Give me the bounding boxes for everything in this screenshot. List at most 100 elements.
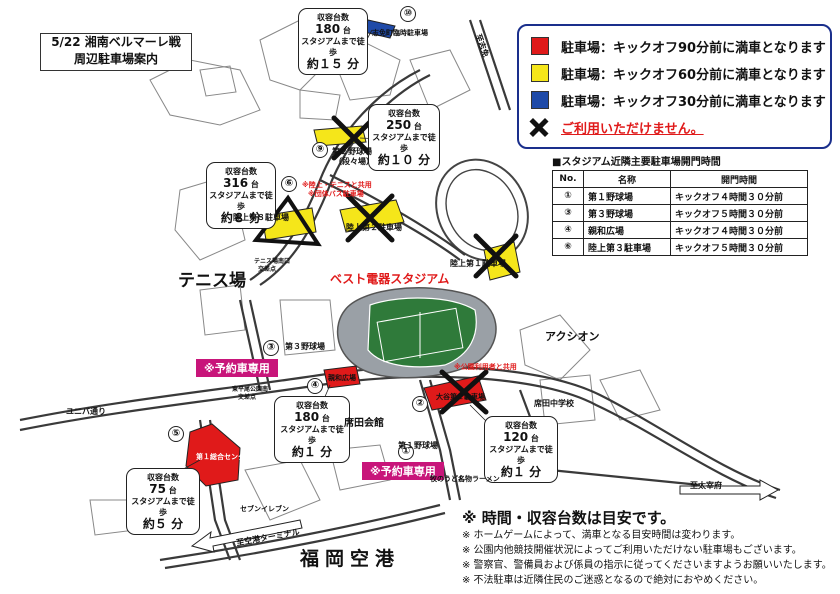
- label-udon: 牧のうどん: [430, 475, 465, 483]
- callout-minutes: 約１ 分: [500, 465, 542, 479]
- label-baseball3: 第３野球場: [285, 342, 325, 351]
- table-row: ⑥ 陸上第３駐車場 キックオフ５時間３０分前: [552, 238, 808, 256]
- callout-walk: スタジアムまで徒歩: [489, 445, 553, 465]
- label-mushiroda-hall: 席田会館: [344, 418, 384, 429]
- callout-capacity: 180: [294, 410, 320, 424]
- cell-name: 陸上第３駐車場: [583, 238, 671, 256]
- cell-name: 第１野球場: [583, 187, 671, 205]
- callout-minutes: 約８ 分: [220, 211, 262, 225]
- col-header-no: No.: [552, 170, 584, 188]
- label-sougou: 第１総合センター: [196, 453, 252, 461]
- cell-name: 親和広場: [583, 221, 671, 239]
- callout-minutes: 約１ 分: [291, 445, 333, 459]
- cell-no: ⑥: [552, 238, 584, 256]
- label-shimenasi: 志免町臨時駐車場: [372, 29, 428, 37]
- legend-label-yellow: 駐車場：キックオフ60分前に満車となります: [561, 67, 826, 83]
- blue-swatch: [531, 91, 549, 109]
- x-mark-9: [331, 115, 377, 161]
- label-airport: 福岡空港: [300, 548, 401, 570]
- marker-2: ②: [412, 396, 428, 412]
- label-ramen: 名物ラーメン: [458, 475, 500, 483]
- legend-box: 駐車場：キックオフ90分前に満車となります 駐車場：キックオフ60分前に満車とな…: [517, 24, 832, 149]
- callout-lot-5: 収容台数 75 台 スタジアムまで徒歩 約５ 分: [126, 468, 200, 535]
- cell-time: キックオフ４時間３０分前: [670, 221, 808, 239]
- legend-item-blue: 駐車場：キックオフ30分前に満車となります: [531, 88, 826, 112]
- callout-caption: 収容台数: [388, 109, 420, 118]
- label-dazaifu: 至太宰府: [690, 481, 722, 490]
- callout-capacity: 250: [386, 118, 412, 132]
- label-seven: セブンイレブン: [240, 505, 289, 513]
- callout-lot-6: 収容台数 316 台 スタジアムまで徒歩 約８ 分: [206, 162, 276, 229]
- gate-time-table: No. 名称 開門時間 ① 第１野球場 キックオフ４時間３０分前 ③ 第３野球場…: [552, 170, 808, 256]
- callout-unit: 台: [168, 486, 177, 495]
- label-baseball1: 第１野球場: [398, 441, 438, 450]
- table-row: ③ 第３野球場 キックオフ５時間３０分前: [552, 204, 808, 222]
- label-track3: 陸上第３駐車場: [233, 213, 289, 222]
- col-header-time: 開門時間: [670, 170, 808, 188]
- callout-lot-10: 収容台数 180 台 スタジアムまで徒歩 約１５ 分: [298, 8, 368, 75]
- callout-lot-1: 収容台数 120 台 スタジアムまで徒歩 約１ 分: [484, 416, 558, 483]
- note-item: ※ 不法駐車は近隣住民のご迷惑となるので絶対におやめください。: [462, 575, 764, 586]
- cell-name: 第３野球場: [583, 204, 671, 222]
- road-arrows: [190, 479, 780, 553]
- label-staff-bus: ※団体バス駐車場: [308, 190, 364, 198]
- unavailable-marks: [331, 115, 519, 415]
- label-track2: 陸上第２駐車場: [346, 223, 402, 232]
- legend-label-blue: 駐車場：キックオフ30分前に満車となります: [561, 94, 826, 110]
- callout-minutes: 約１５ 分: [306, 57, 360, 71]
- callout-caption: 収容台数: [317, 13, 349, 22]
- table-row: ④ 親和広場 キックオフ４時間３０分前: [552, 221, 808, 239]
- callout-capacity: 316: [223, 176, 249, 190]
- label-higashi: 東平尾公園南: [232, 386, 269, 393]
- label-tennis-south: テニス場南口: [254, 258, 291, 265]
- callout-walk: スタジアムまで徒歩: [131, 497, 195, 517]
- label-higashi-2: 交差点: [238, 394, 257, 401]
- title-line2: 周辺駐車場案内: [73, 52, 158, 66]
- note-item: ※ 公園内他競技開催状況によってご利用いただけない駐車場もございます。: [462, 545, 802, 556]
- callout-unit: 台: [530, 434, 539, 443]
- callout-lot-9: 収容台数 250 台 スタジアムまで徒歩 約１０ 分: [368, 104, 440, 171]
- callout-capacity: 180: [315, 22, 341, 36]
- callout-walk: スタジアムまで徒歩: [301, 37, 365, 57]
- x-mark-track1: [473, 233, 519, 279]
- legend-label-red: 駐車場：キックオフ90分前に満車となります: [561, 40, 826, 56]
- legend-item-red: 駐車場：キックオフ90分前に満車となります: [531, 34, 826, 58]
- note-item: ※ ホームゲームによって、満車となる目安時間は変わります。: [462, 530, 741, 541]
- x-mark-track2: [345, 193, 395, 243]
- label-shinwa: 親和広場: [328, 374, 356, 382]
- legend-item-unavailable: ご利用いただけません。: [531, 115, 704, 139]
- cell-no: ④: [552, 221, 584, 239]
- marker-3: ③: [263, 340, 279, 356]
- marker-4: ④: [307, 378, 323, 394]
- label-tennis-share: ※陸上・テニスと共用: [302, 181, 372, 189]
- callout-caption: 収容台数: [147, 473, 179, 482]
- lot-5-red: [185, 423, 241, 487]
- map-title: 5/22 湘南ベルマーレ戦 周辺駐車場案内: [40, 33, 192, 71]
- label-tennis-south-2: 交差点: [258, 266, 277, 273]
- callout-unit: 台: [342, 26, 351, 35]
- label-baseball2: 第２野球場: [332, 147, 372, 156]
- cell-time: キックオフ５時間３０分前: [670, 204, 808, 222]
- callout-minutes: 約５ 分: [142, 517, 184, 531]
- callout-walk: スタジアムまで徒歩: [372, 133, 436, 153]
- red-swatch: [531, 37, 549, 55]
- label-tennis: テニス場: [178, 271, 246, 291]
- stadium-graphic: [336, 287, 497, 379]
- callout-walk: スタジアムまで徒歩: [209, 191, 273, 211]
- gate-table-heading: ■スタジアム近隣主要駐車場開門時間: [552, 157, 721, 168]
- callout-caption: 収容台数: [225, 167, 257, 176]
- x-icon: [531, 119, 547, 135]
- label-mushiroda-chu: 席田中学校: [534, 399, 574, 408]
- label-uni-street: ユニバ通り: [66, 407, 106, 416]
- col-header-name: 名称: [583, 170, 671, 188]
- reserved-badge-1: ※予約車専用: [362, 462, 444, 480]
- legend-label-unavailable: ご利用いただけません。: [561, 121, 704, 137]
- lot-4-red: [323, 365, 361, 389]
- title-line1: 5/22 湘南ベルマーレ戦: [51, 35, 181, 49]
- marker-9: ⑨: [312, 142, 328, 158]
- label-baseball2-sub: （段々場）: [334, 157, 374, 166]
- yellow-swatch: [531, 64, 549, 82]
- marker-10: ⑩: [400, 6, 416, 22]
- callout-caption: 収容台数: [505, 421, 537, 430]
